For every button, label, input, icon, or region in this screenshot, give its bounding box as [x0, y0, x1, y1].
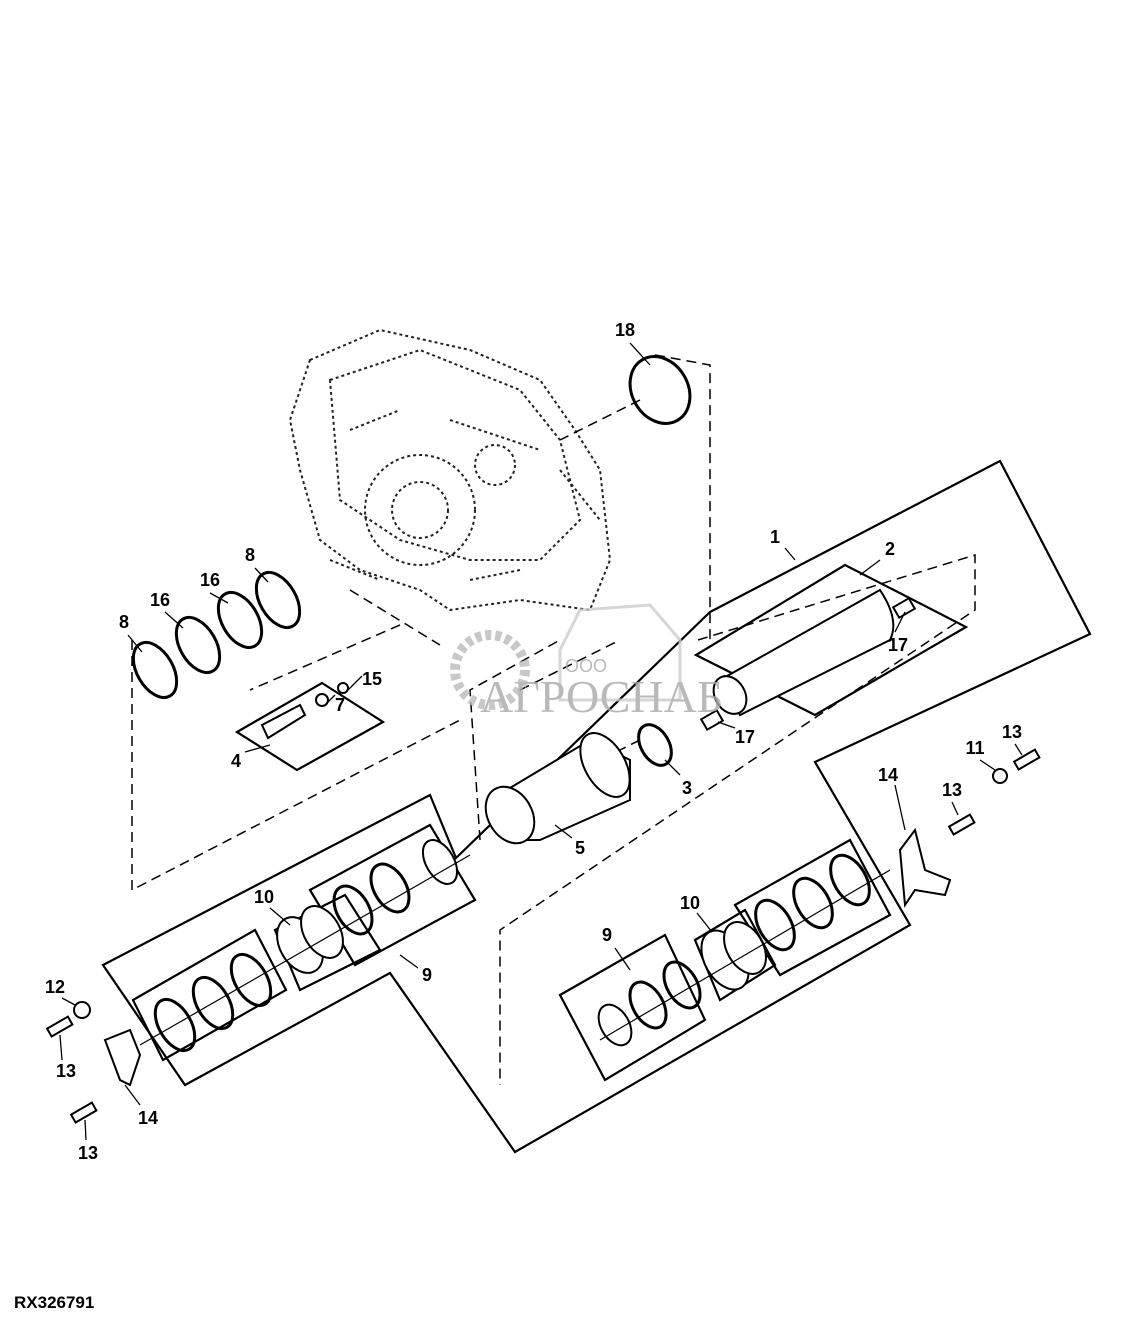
figure-id: RX326791 — [14, 1293, 95, 1312]
callout: 10 — [254, 887, 274, 907]
callout: 9 — [422, 965, 432, 985]
callout: 13 — [942, 780, 962, 800]
callout: 17 — [735, 727, 755, 747]
callout: 13 — [1002, 722, 1022, 742]
callout: 13 — [78, 1143, 98, 1163]
sensor-4 — [260, 703, 307, 740]
callout: 15 — [362, 669, 382, 689]
callout: 1 — [770, 527, 780, 547]
watermark-prefix: ООО — [565, 656, 607, 676]
transmission-housing-phantom — [288, 328, 612, 612]
callout: 3 — [682, 778, 692, 798]
callout: 4 — [231, 751, 241, 771]
shift-fork-14a — [898, 827, 952, 908]
o-ring-18 — [628, 355, 692, 425]
callout: 11 — [965, 738, 984, 758]
watermark-logo: ООО АГРОСНАБ — [450, 603, 723, 722]
callout: 16 — [150, 590, 170, 610]
watermark-name: АГРОСНАБ — [480, 671, 723, 722]
callout: 7 — [335, 695, 345, 715]
callout: 8 — [245, 545, 255, 565]
callout: 17 — [888, 635, 908, 655]
callout-leaders — [59, 342, 1023, 1141]
callout: 14 — [878, 765, 898, 785]
callout: 8 — [119, 612, 129, 632]
dowel-17a — [891, 596, 917, 620]
callout: 9 — [602, 925, 612, 945]
o-ring-3 — [637, 723, 673, 767]
callout: 18 — [615, 320, 635, 340]
callout: 16 — [200, 570, 220, 590]
dowel-17b — [699, 708, 725, 732]
tube-2 — [718, 588, 895, 717]
callout: 13 — [56, 1061, 76, 1081]
callout-labels: 18 1 2 17 17 3 8 16 16 8 15 7 4 5 11 13 … — [45, 320, 1022, 1163]
shift-fork-14b — [103, 1028, 142, 1087]
callout: 10 — [680, 893, 700, 913]
callout: 5 — [575, 838, 585, 858]
parts — [45, 355, 1041, 1124]
callout: 2 — [885, 539, 895, 559]
callout: 14 — [138, 1108, 158, 1128]
callout: 12 — [45, 977, 65, 997]
